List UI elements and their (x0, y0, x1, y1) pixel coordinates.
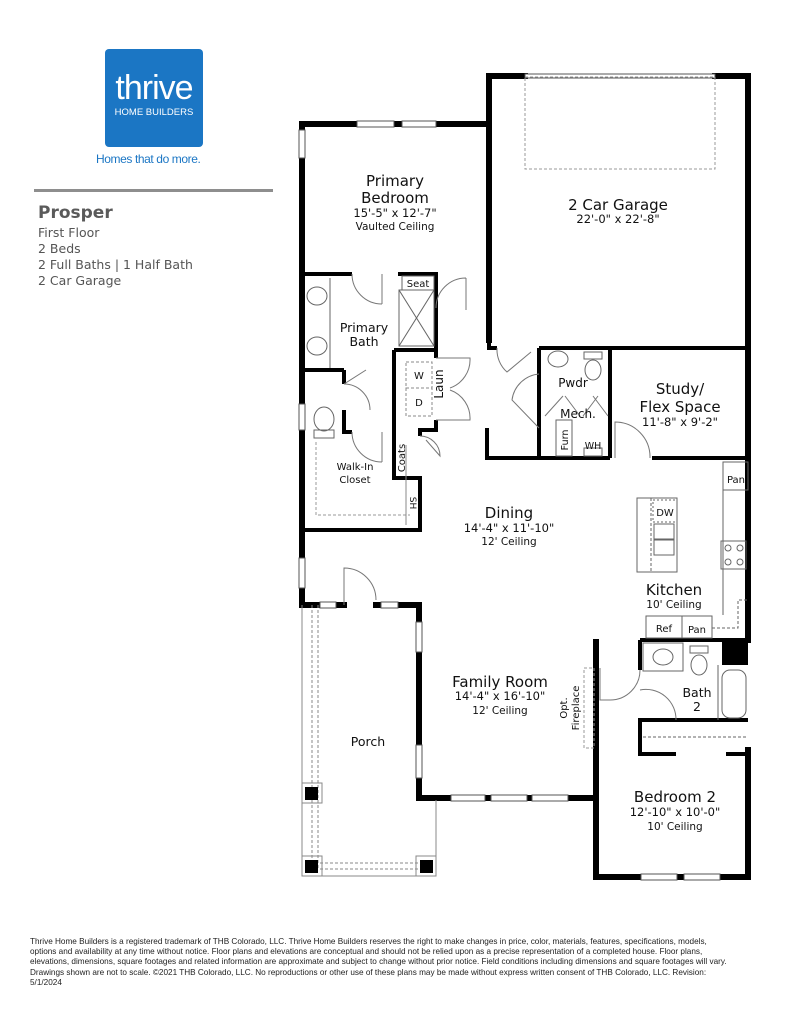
door-swings (343, 273, 677, 721)
interior-walls (302, 272, 748, 756)
furnace-label: Furn (560, 430, 571, 451)
powder-label: Pwdr (558, 376, 588, 390)
powder-fixtures (547, 350, 603, 457)
primary-bath-label: Primary (340, 320, 389, 335)
svg-text:Bath: Bath (349, 334, 378, 349)
bedroom2-label: Bedroom 2 (634, 788, 716, 806)
plan-garage: 2 Car Garage (38, 273, 122, 288)
svg-text:2: 2 (693, 699, 701, 714)
structural-column (722, 640, 748, 665)
study-label: Study/ (656, 380, 705, 398)
family-room-dims: 14'-4" x 16'-10" (455, 689, 546, 703)
plan-beds: 2 Beds (38, 241, 81, 256)
kitchen-fixtures (636, 461, 749, 639)
family-room-ceiling: 12' Ceiling (472, 705, 527, 717)
shower (398, 275, 435, 347)
plan-info: Prosper First Floor 2 Beds 2 Full Baths … (38, 203, 193, 289)
room-labels: Primary Bedroom 15'-5" x 12'-7" Vaulted … (337, 172, 745, 833)
family-room-label: Family Room (452, 673, 548, 691)
fireplace-label-2: Fireplace (571, 686, 582, 731)
walk-in-closet-label: Walk-In (337, 462, 374, 473)
bath2-label: Bath (682, 685, 711, 700)
dining-dims: 14'-4" x 11'-10" (464, 521, 555, 535)
garage-label: 2 Car Garage (568, 196, 668, 214)
laundry-label: Laun (432, 369, 446, 398)
dishwasher-label: DW (656, 508, 674, 519)
primary-bedroom-ceiling: Vaulted Ceiling (356, 221, 435, 233)
porch-label: Porch (351, 734, 385, 749)
plan-baths: 2 Full Baths | 1 Half Bath (38, 257, 193, 272)
porch-columns (305, 787, 433, 873)
divider (34, 189, 273, 192)
dining-label: Dining (485, 504, 533, 522)
logo-subtitle: HOME BUILDERS (114, 107, 194, 118)
refrigerator-label: Ref (656, 624, 673, 635)
pantry-bottom-label: Pan (688, 625, 706, 636)
kitchen-label: Kitchen (646, 581, 702, 599)
pantry-top-label: Pan (727, 475, 745, 486)
closet-rod (315, 442, 410, 516)
primary-toilet (313, 406, 335, 439)
shelf-label: SH (407, 497, 417, 509)
primary-bedroom-dims: 15'-5" x 12'-7" (353, 206, 436, 220)
mech-label: Mech. (560, 407, 596, 421)
primary-vanity (306, 278, 331, 368)
garage-door-track (524, 76, 716, 170)
kitchen-ceiling: 10' Ceiling (646, 599, 701, 611)
thrive-logo: thrive HOME BUILDERS (105, 49, 203, 147)
bedroom2-dims: 12'-10" x 10'-0" (630, 805, 721, 819)
exterior-walls (299, 73, 751, 880)
coats-label: Coats (397, 444, 408, 472)
bath2-fixtures (642, 642, 748, 738)
study-dims: 11'-8" x 9'-2" (642, 415, 718, 429)
washer-dryer (405, 361, 433, 417)
svg-text:Bedroom: Bedroom (361, 189, 429, 207)
dining-ceiling: 12' Ceiling (481, 536, 536, 548)
plan-name: Prosper (38, 203, 113, 223)
fireplace-label-1: Opt. (559, 697, 570, 718)
fireplace-outline (583, 667, 595, 749)
water-heater-label: WH (585, 441, 602, 452)
primary-bedroom-label: Primary (366, 172, 424, 190)
logo-word: thrive (115, 69, 193, 107)
bedroom2-ceiling: 10' Ceiling (647, 821, 702, 833)
porch-outline (301, 605, 437, 877)
dryer-label: D (415, 398, 423, 409)
svg-text:Flex Space: Flex Space (639, 398, 720, 416)
legal-disclaimer: Thrive Home Builders is a registered tra… (30, 937, 727, 987)
washer-label: W (414, 371, 424, 382)
garage-dims: 22'-0" x 22'-8" (576, 212, 659, 226)
seat-label: Seat (407, 279, 430, 290)
windows (298, 73, 721, 881)
brand-tagline: Homes that do more. (96, 152, 201, 166)
svg-text:Closet: Closet (339, 475, 370, 486)
plan-floor: First Floor (38, 225, 100, 240)
